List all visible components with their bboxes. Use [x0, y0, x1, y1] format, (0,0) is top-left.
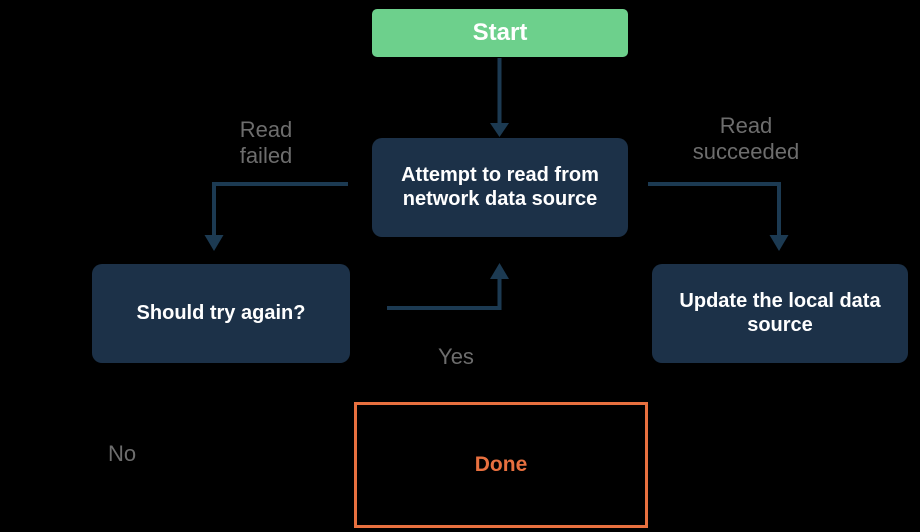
- edge-label-yes: Yes: [438, 344, 474, 369]
- node-retry-label: Should try again?: [136, 301, 306, 324]
- node-update-label-line1: Update the local data: [679, 289, 881, 312]
- node-attempt-label-line2: network data source: [402, 187, 598, 210]
- edge-retry-to-attempt: [387, 263, 509, 310]
- node-start[interactable]: Start: [372, 9, 628, 57]
- edge-attempt-to-update: [648, 182, 789, 251]
- node-done-label: Done: [474, 452, 528, 476]
- edge-label-no: No: [107, 441, 137, 466]
- node-attempt-to-read[interactable]: Attempt to read from network data source: [372, 138, 628, 237]
- edge-start-to-attempt: [490, 58, 509, 137]
- node-attempt-label: Attempt to read from network data source: [401, 164, 599, 211]
- node-should-try-again[interactable]: Should try again?: [92, 264, 350, 363]
- node-start-label: Start: [472, 18, 528, 46]
- edge-attempt-to-retry: [204, 182, 348, 251]
- edge-label-read-failed: Read failed: [239, 117, 293, 168]
- node-update-local-data-source[interactable]: Update the local data source: [652, 264, 908, 363]
- edge-label-read-succeeded: Read succeeded: [692, 113, 800, 164]
- node-update-label-line2: source: [747, 313, 813, 336]
- node-update-label: Update the local data source: [679, 290, 880, 337]
- node-attempt-label-line1: Attempt to read from: [401, 163, 599, 186]
- node-done[interactable]: Done: [354, 402, 648, 528]
